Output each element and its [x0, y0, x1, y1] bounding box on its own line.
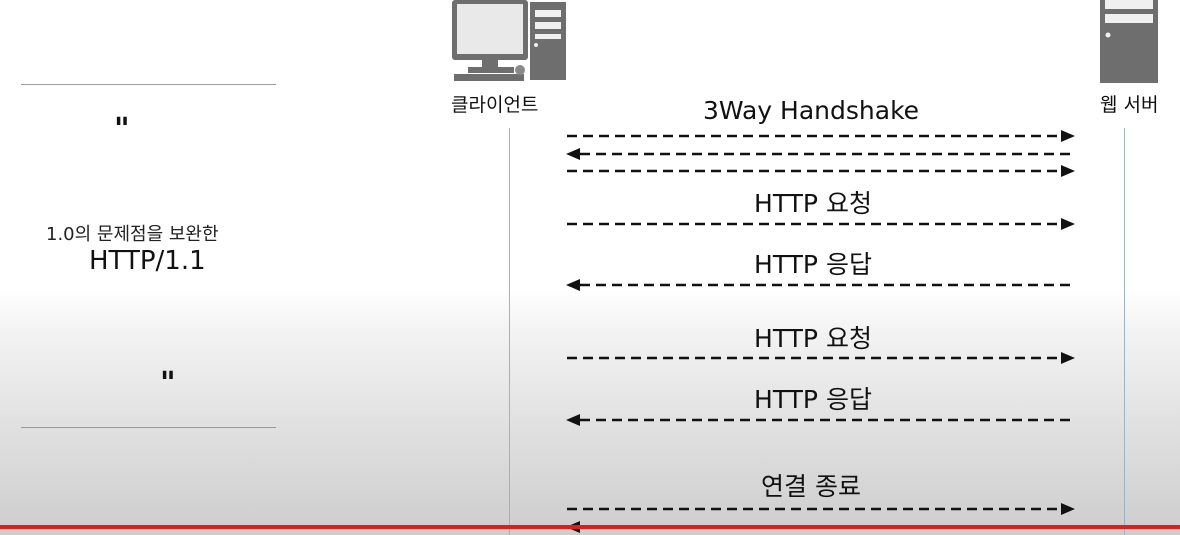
- top-divider: [21, 84, 276, 85]
- message-label-response-1: HTTP 응답: [754, 250, 872, 279]
- client-lifeline: [509, 128, 510, 535]
- message-label-close: 연결 종료: [761, 472, 861, 501]
- server-label: 웹 서버: [1100, 94, 1159, 116]
- bottom-divider: [21, 427, 276, 428]
- server-tower-icon: [1099, 0, 1159, 84]
- arrowhead: [1061, 503, 1075, 515]
- arrowhead: [1061, 218, 1075, 230]
- arrowhead: [566, 414, 580, 426]
- arrowhead: [566, 148, 580, 160]
- arrowhead: [1061, 165, 1075, 177]
- arrowhead: [1061, 130, 1075, 142]
- arrowhead: [1061, 352, 1075, 364]
- message-label-request-2: HTTP 요청: [754, 324, 872, 353]
- accent-bar: [0, 525, 1180, 529]
- desktop-computer-icon: [450, 0, 570, 84]
- message-label-response-2: HTTP 응답: [754, 385, 872, 414]
- message-label-request-1: HTTP 요청: [754, 189, 872, 218]
- client-label: 클라이언트: [451, 94, 539, 116]
- message-label-handshake: 3Way Handshake: [702, 96, 920, 125]
- slide-subtitle: 1.0의 문제점을 보완한: [46, 224, 219, 245]
- arrowhead: [566, 279, 580, 291]
- quote-mark-top: ": [114, 112, 130, 147]
- slide-title: HTTP/1.1: [89, 246, 206, 276]
- server-lifeline: [1124, 128, 1125, 535]
- quote-mark-bottom: ": [160, 366, 176, 401]
